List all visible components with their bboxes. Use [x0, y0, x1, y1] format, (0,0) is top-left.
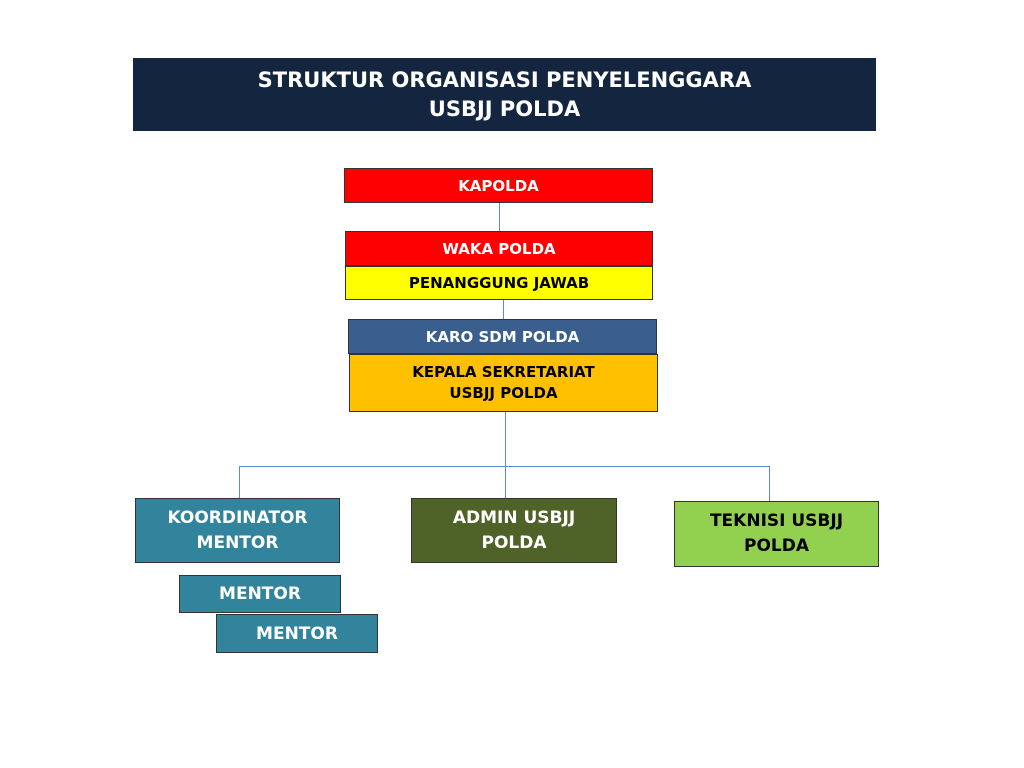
title-line-2: USBJJ POLDA	[428, 96, 581, 121]
node-koordinator-mentor-line-1: KOORDINATOR	[167, 507, 308, 528]
node-admin-line-2: POLDA	[481, 532, 547, 553]
node-mentor-2: MENTOR	[216, 614, 378, 653]
node-mentor-1: MENTOR	[179, 575, 341, 613]
node-penanggung-jawab: PENANGGUNG JAWAB	[345, 266, 653, 300]
node-kepala-sekretariat-line-1: KEPALA SEKRETARIAT	[412, 363, 595, 381]
node-teknisi-line-1: TEKNISI USBJJ	[709, 511, 844, 531]
node-waka-polda-label: WAKA POLDA	[442, 239, 556, 258]
node-mentor-2-label: MENTOR	[256, 623, 338, 644]
connector-bus-admin	[505, 466, 506, 498]
page-title: STRUKTUR ORGANISASI PENYELENGGARA USBJJ …	[133, 58, 876, 131]
connector-sekretariat-bus	[505, 412, 506, 466]
connector-bus-koordinator	[239, 466, 240, 498]
connector-penanggung-karo	[503, 300, 504, 319]
node-mentor-1-label: MENTOR	[219, 584, 301, 604]
node-kapolda-label: KAPOLDA	[458, 176, 539, 195]
connector-horizontal-bus	[239, 466, 770, 467]
node-penanggung-jawab-label: PENANGGUNG JAWAB	[408, 274, 590, 292]
node-karo-sdm: KARO SDM POLDA	[348, 319, 657, 354]
node-kapolda: KAPOLDA	[344, 168, 653, 203]
node-admin-line-1: ADMIN USBJJ	[452, 507, 576, 528]
node-waka-polda: WAKA POLDA	[345, 231, 653, 266]
title-line-1: STRUKTUR ORGANISASI PENYELENGGARA	[257, 67, 752, 92]
node-koordinator-mentor-line-2: MENTOR	[196, 532, 279, 553]
connector-kapolda-waka	[499, 203, 500, 231]
node-kepala-sekretariat: KEPALA SEKRETARIAT USBJJ POLDA	[349, 354, 658, 412]
connector-bus-teknisi	[769, 466, 770, 501]
node-koordinator-mentor: KOORDINATOR MENTOR	[135, 498, 340, 563]
node-karo-sdm-label: KARO SDM POLDA	[425, 327, 580, 346]
node-teknisi: TEKNISI USBJJ POLDA	[674, 501, 879, 567]
node-admin: ADMIN USBJJ POLDA	[411, 498, 617, 563]
node-kepala-sekretariat-line-2: USBJJ POLDA	[449, 384, 558, 402]
node-teknisi-line-2: POLDA	[743, 536, 809, 556]
